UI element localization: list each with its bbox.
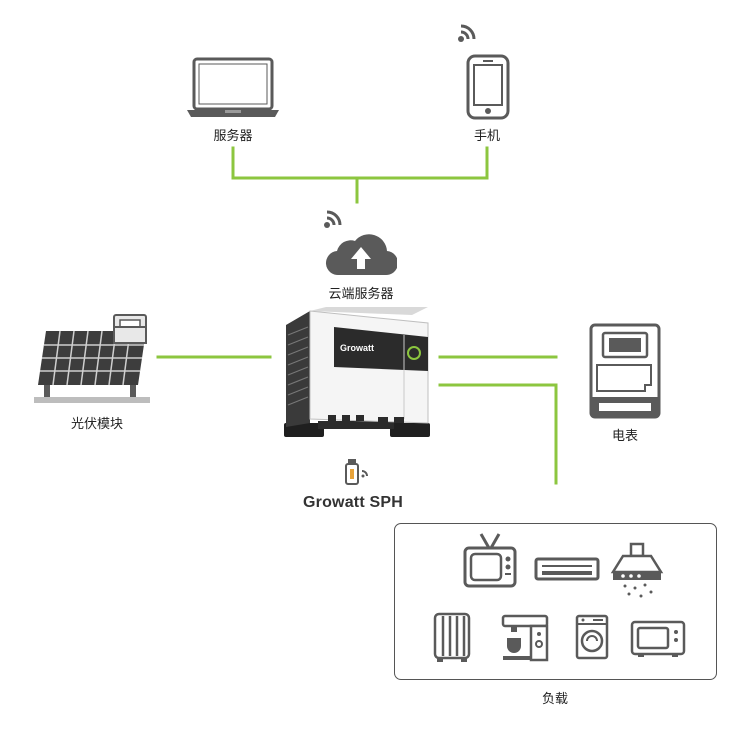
washing-machine-icon: [575, 614, 609, 660]
tv-icon: [463, 532, 517, 590]
meter-label: 电表: [611, 429, 638, 444]
loads-label: 负载: [541, 692, 568, 707]
inverter-device: Growatt: [278, 305, 438, 445]
product-name: Growatt SPH: [303, 494, 403, 511]
smartphone-icon: [466, 54, 510, 120]
electric-meter-icon: [589, 323, 661, 419]
phone-label: 手机: [473, 129, 500, 144]
coffee-machine-icon: [501, 614, 549, 662]
range-hood-icon: [609, 542, 665, 602]
solar-panel-icon: [34, 313, 160, 405]
cloud-label: 云端服务器: [328, 287, 394, 302]
wifi-icon: [456, 22, 480, 44]
wifi-icon: [322, 208, 346, 230]
oil-heater-icon: [433, 610, 471, 664]
inverter-logo: Growatt: [340, 343, 374, 353]
laptop-icon: [185, 57, 281, 121]
pv-label: 光伏模块: [70, 417, 123, 432]
server-label: 服务器: [213, 129, 253, 144]
loads-box: [394, 523, 717, 680]
air-conditioner-icon: [534, 557, 600, 581]
line-server-phone: [231, 146, 489, 180]
microwave-icon: [630, 620, 686, 658]
cloud-upload-icon: [325, 229, 399, 277]
usb-dongle-icon: [344, 457, 370, 487]
line-inverter-loads: [438, 383, 558, 485]
